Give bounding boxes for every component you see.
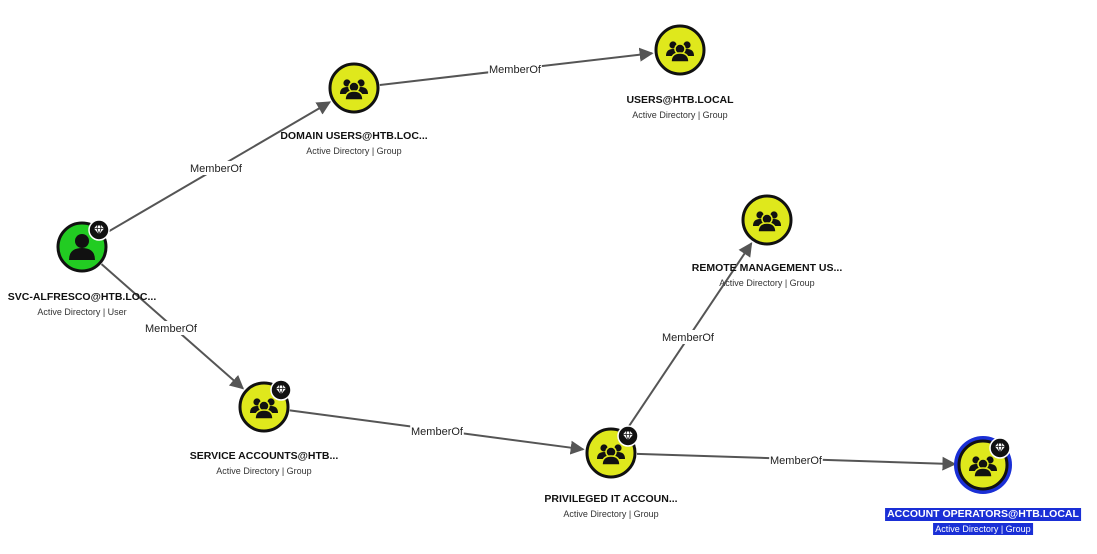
node-name: SERVICE ACCOUNTS@HTB... [189, 450, 339, 462]
edge-label: MemberOf [145, 323, 198, 335]
group-member-body [757, 222, 777, 233]
node-subtitle: Active Directory | User [37, 307, 127, 317]
node-name: DOMAIN USERS@HTB.LOC... [280, 130, 428, 142]
node-name: ACCOUNT OPERATORS@HTB.LOCAL [885, 508, 1081, 521]
group-icon [597, 444, 625, 466]
group-icon [340, 79, 368, 101]
edge-label-bg [189, 161, 243, 175]
node-name: USERS@HTB.LOCAL [626, 94, 734, 106]
node-label-account-operators[interactable]: ACCOUNT OPERATORS@HTB.LOCAL Active Direct… [885, 504, 1081, 535]
edge-label: MemberOf [190, 163, 243, 175]
node-name: REMOTE MANAGEMENT US... [691, 262, 843, 274]
group-icon [969, 456, 997, 478]
node-domain-users[interactable] [328, 62, 380, 114]
group-member-body [973, 467, 993, 478]
group-member-body [254, 409, 274, 420]
edge-label-group: MemberOf [488, 62, 542, 76]
group-icon [753, 211, 781, 233]
gem-badge-icon [617, 425, 639, 447]
gem-badge-icon [989, 437, 1011, 459]
node-subtitle: Active Directory | Group [216, 466, 312, 476]
node-label-users[interactable]: USERS@HTB.LOCAL Active Directory | Group [624, 90, 735, 121]
edge-label-group: MemberOf [189, 161, 243, 175]
group-icon [666, 41, 694, 63]
user-icon [69, 234, 95, 260]
edges-layer: MemberOfMemberOfMemberOfMemberOfMemberOf… [100, 47, 957, 471]
node-name: SVC-ALFRESCO@HTB.LOC... [7, 291, 157, 303]
group-icon [250, 398, 278, 420]
user-body [69, 248, 95, 260]
edge-label: MemberOf [489, 64, 542, 76]
edge-label-group: MemberOf [144, 321, 198, 335]
edge-label: MemberOf [411, 426, 464, 438]
node-svc[interactable] [56, 219, 110, 273]
node-subtitle: Active Directory | Group [563, 509, 659, 519]
edge-label: MemberOf [770, 455, 823, 467]
node-service-accounts[interactable] [238, 379, 292, 433]
node-label-remote-mgmt[interactable]: REMOTE MANAGEMENT US... Active Directory … [690, 258, 845, 289]
user-head [75, 234, 89, 248]
node-remote-mgmt[interactable] [741, 194, 793, 246]
node-account-operators[interactable] [954, 436, 1012, 494]
group-member-body [344, 90, 364, 101]
node-subtitle: Active Directory | Group [719, 278, 815, 288]
edge-label-bg [488, 62, 542, 76]
edge-label: MemberOf [662, 332, 715, 344]
node-label-svc[interactable]: SVC-ALFRESCO@HTB.LOC... Active Directory … [6, 287, 159, 318]
edge-label-group: MemberOf [769, 453, 823, 467]
gem-badge-icon [88, 219, 110, 241]
node-users[interactable] [654, 24, 706, 76]
group-member-body [601, 455, 621, 466]
group-member-body [670, 52, 690, 63]
gem-badge-icon [270, 379, 292, 401]
edge-label-group: MemberOf [661, 330, 715, 344]
node-subtitle: Active Directory | Group [933, 523, 1033, 535]
nodes-layer [56, 24, 1012, 494]
node-subtitle: Active Directory | Group [306, 146, 402, 156]
edge-label-bg [144, 321, 198, 335]
node-label-privileged-it[interactable]: PRIVILEGED IT ACCOUN... Active Directory … [542, 489, 679, 520]
node-name: PRIVILEGED IT ACCOUN... [544, 493, 678, 505]
edge-label-bg [410, 424, 464, 438]
node-label-domain-users[interactable]: DOMAIN USERS@HTB.LOC... Active Directory … [278, 126, 429, 157]
edge-label-bg [661, 330, 715, 344]
node-privileged-it[interactable] [585, 425, 639, 479]
node-subtitle: Active Directory | Group [632, 110, 728, 120]
edge-label-bg [769, 453, 823, 467]
edge-label-group: MemberOf [410, 424, 464, 438]
node-label-service-accounts[interactable]: SERVICE ACCOUNTS@HTB... Active Directory … [188, 446, 341, 477]
